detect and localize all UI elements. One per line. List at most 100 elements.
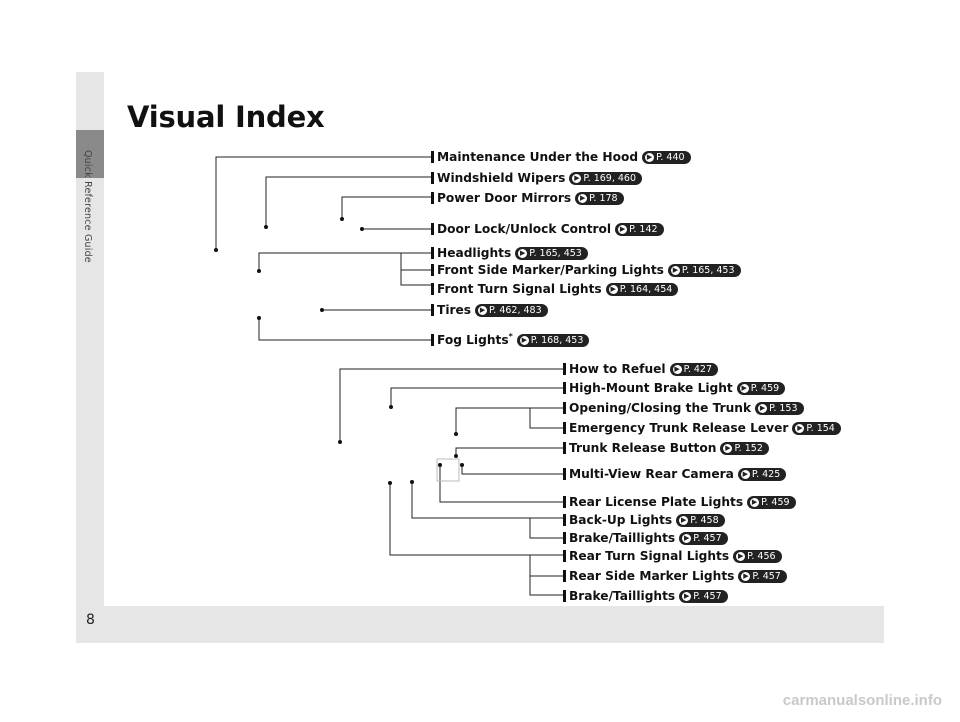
item-label: Fog Lights* bbox=[437, 332, 513, 348]
page-ref-badge[interactable]: ▶P. 457 bbox=[738, 569, 787, 583]
arrow-icon: ▶ bbox=[750, 497, 760, 507]
index-item[interactable]: Trunk Release Button ▶P. 152 bbox=[563, 440, 769, 456]
leader-refuel bbox=[339, 368, 563, 442]
page-ref-badge[interactable]: ▶P. 458 bbox=[676, 513, 725, 527]
leader-camera bbox=[461, 465, 563, 475]
leader-wipers bbox=[265, 176, 431, 227]
item-marker bbox=[563, 422, 566, 434]
index-item[interactable]: Power Door Mirrors ▶P. 178 bbox=[431, 190, 624, 206]
leader-high-mount bbox=[390, 387, 563, 407]
page-ref-badge[interactable]: ▶P. 457 bbox=[679, 589, 728, 603]
item-marker bbox=[563, 570, 566, 582]
item-marker bbox=[431, 172, 434, 184]
leader-brake-2 bbox=[529, 555, 563, 596]
page-ref-badge[interactable]: ▶P. 425 bbox=[737, 467, 787, 481]
index-item[interactable]: Front Side Marker/Parking Lights ▶P. 165… bbox=[431, 262, 741, 278]
index-item[interactable]: Rear Side Marker Lights ▶P. 457 bbox=[563, 568, 787, 584]
item-label: Opening/Closing the Trunk bbox=[569, 401, 752, 415]
leader-fog bbox=[258, 318, 431, 341]
page-ref-badge[interactable]: ▶P. 427 bbox=[669, 362, 719, 376]
index-item[interactable]: Windshield Wipers ▶P. 169, 460 bbox=[431, 170, 643, 186]
page-ref-badge[interactable]: ▶P. 168, 453 bbox=[516, 333, 590, 347]
leader-license bbox=[439, 465, 563, 503]
index-item[interactable]: Opening/Closing the Trunk ▶P. 153 bbox=[563, 400, 804, 416]
arrow-icon: ▶ bbox=[578, 193, 588, 203]
content-area bbox=[104, 72, 884, 606]
page-ref-badge[interactable]: ▶P. 153 bbox=[755, 401, 804, 415]
item-marker bbox=[431, 283, 434, 295]
leader-trunk-button bbox=[455, 447, 563, 456]
arrow-icon: ▶ bbox=[741, 571, 751, 581]
item-marker bbox=[563, 550, 566, 562]
leader-rear-turn bbox=[389, 483, 563, 556]
index-item[interactable]: Brake/Taillights ▶P. 457 bbox=[563, 588, 728, 604]
page-ref-badge[interactable]: ▶P. 154 bbox=[792, 421, 841, 435]
page-ref-badge[interactable]: ▶P. 462, 483 bbox=[475, 303, 548, 317]
item-label: Headlights bbox=[437, 246, 512, 260]
arrow-icon: ▶ bbox=[645, 152, 655, 162]
leader-front-turn bbox=[400, 253, 431, 286]
item-label: Rear Side Marker Lights bbox=[569, 569, 735, 583]
item-label: Multi-View Rear Camera bbox=[569, 467, 734, 481]
leader-maintenance bbox=[215, 156, 431, 250]
arrow-icon: ▶ bbox=[723, 443, 733, 453]
arrow-icon: ▶ bbox=[608, 284, 618, 294]
index-item[interactable]: Door Lock/Unlock Control ▶P. 142 bbox=[431, 221, 664, 237]
index-item[interactable]: How to Refuel ▶P. 427 bbox=[563, 361, 719, 377]
leader-emergency bbox=[529, 408, 563, 429]
item-label: High-Mount Brake Light bbox=[569, 381, 733, 395]
page-ref-badge[interactable]: ▶P. 142 bbox=[615, 222, 664, 236]
index-item[interactable]: Tires ▶P. 462, 483 bbox=[431, 302, 548, 318]
item-label: Maintenance Under the Hood bbox=[437, 150, 639, 164]
page-ref-badge[interactable]: ▶P. 440 bbox=[642, 150, 691, 164]
index-item[interactable]: Fog Lights* ▶P. 168, 453 bbox=[431, 332, 590, 348]
arrow-icon: ▶ bbox=[670, 265, 680, 275]
arrow-icon: ▶ bbox=[739, 383, 749, 393]
item-marker bbox=[563, 496, 566, 508]
index-item[interactable]: Back-Up Lights ▶P. 458 bbox=[563, 512, 725, 528]
item-label: Rear Turn Signal Lights bbox=[569, 549, 730, 563]
item-marker bbox=[431, 151, 434, 163]
arrow-icon: ▶ bbox=[518, 248, 528, 258]
page-ref-badge[interactable]: ▶P. 457 bbox=[679, 531, 728, 545]
index-item[interactable]: High-Mount Brake Light ▶P. 459 bbox=[563, 380, 786, 396]
page-number: 8 bbox=[86, 612, 95, 628]
index-item[interactable]: Brake/Taillights ▶P. 457 bbox=[563, 530, 728, 546]
page-ref-badge[interactable]: ▶P. 165, 453 bbox=[667, 263, 741, 277]
arrow-icon: ▶ bbox=[572, 173, 582, 183]
item-label: Trunk Release Button bbox=[569, 441, 717, 455]
camera-outline bbox=[436, 458, 460, 482]
page-ref-badge[interactable]: ▶P. 459 bbox=[747, 495, 796, 509]
item-label: Back-Up Lights bbox=[569, 513, 673, 527]
item-label: How to Refuel bbox=[569, 362, 666, 376]
index-item[interactable]: Multi-View Rear Camera ▶P. 425 bbox=[563, 466, 787, 482]
page-ref-badge[interactable]: ▶P. 152 bbox=[720, 441, 769, 455]
item-marker bbox=[563, 363, 566, 375]
leader-brake-1 bbox=[529, 518, 563, 539]
item-marker bbox=[431, 192, 434, 204]
arrow-icon: ▶ bbox=[736, 551, 746, 561]
item-marker bbox=[431, 334, 434, 346]
item-marker bbox=[563, 532, 566, 544]
index-item[interactable]: Front Turn Signal Lights ▶P. 164, 454 bbox=[431, 281, 679, 297]
arrow-icon: ▶ bbox=[618, 224, 628, 234]
index-item[interactable]: Rear Turn Signal Lights ▶P. 456 bbox=[563, 548, 782, 564]
index-item[interactable]: Rear License Plate Lights ▶P. 459 bbox=[563, 494, 796, 510]
page-ref-badge[interactable]: ▶P. 165, 453 bbox=[515, 246, 588, 260]
page-ref-badge[interactable]: ▶P. 459 bbox=[736, 381, 786, 395]
page-ref-badge[interactable]: ▶P. 169, 460 bbox=[569, 171, 643, 185]
item-marker bbox=[431, 247, 434, 259]
leader-headlights bbox=[258, 252, 431, 271]
page-ref-badge[interactable]: ▶P. 456 bbox=[733, 549, 782, 563]
arrow-icon: ▶ bbox=[519, 335, 529, 345]
page-ref-badge[interactable]: ▶P. 178 bbox=[575, 191, 624, 205]
page-ref-badge[interactable]: ▶P. 164, 454 bbox=[605, 282, 679, 296]
index-item[interactable]: Emergency Trunk Release Lever ▶P. 154 bbox=[563, 420, 841, 436]
index-item[interactable]: Maintenance Under the Hood ▶P. 440 bbox=[431, 149, 691, 165]
side-tab-label: Quick Reference Guide bbox=[82, 150, 93, 263]
arrow-icon: ▶ bbox=[795, 423, 805, 433]
index-item[interactable]: Headlights ▶P. 165, 453 bbox=[431, 245, 588, 261]
item-label: Emergency Trunk Release Lever bbox=[569, 421, 789, 435]
arrow-icon: ▶ bbox=[758, 403, 768, 413]
